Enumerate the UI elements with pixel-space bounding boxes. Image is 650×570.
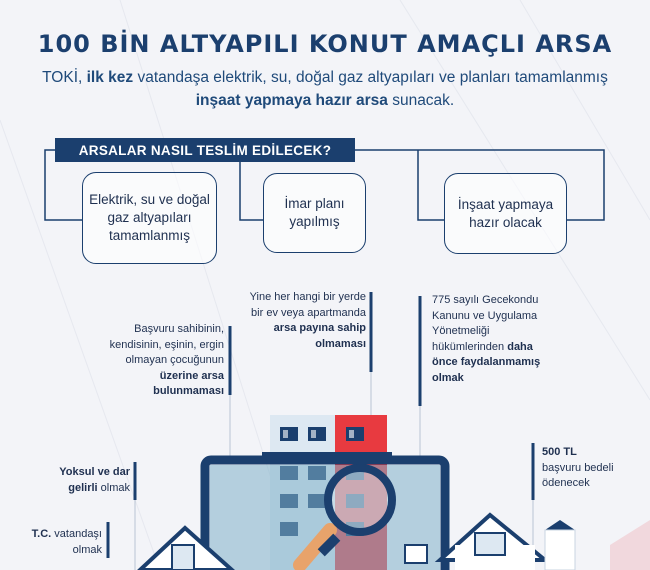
condition-low-income: Yoksul ve dar gelirli olmak (36, 465, 130, 496)
subtitle-part1: TOKİ, (42, 69, 87, 86)
card-label: İmar planı yapılmış (284, 196, 345, 229)
condition-text: Yine her hangi bir yerde bir ev veya apa… (249, 291, 366, 319)
condition-citizen: T.C. vatandaşı olmak (6, 527, 102, 558)
subtitle-bold2: inşaat yapmaya hazır arsa (195, 92, 388, 109)
condition-fee: 500 TL başvuru bedeli ödenecek (542, 445, 622, 492)
condition-bold: arsa payına sahip olmaması (273, 322, 366, 350)
condition-bold: Yoksul ve dar gelirli (59, 466, 130, 494)
card-label: Elektrik, su ve doğal gaz altyapıları ta… (89, 192, 210, 243)
condition-text: vatandaşı olmak (51, 528, 102, 556)
condition-bold: 500 TL (542, 446, 577, 458)
section-title: ARSALAR NASIL TESLİM EDİLECEK? (55, 138, 355, 162)
subtitle-part3: sunacak. (387, 92, 455, 109)
condition-text: olmak (97, 481, 130, 494)
condition-law-775: 775 sayılı Gecekondu Kanunu ve Uygulama … (432, 293, 550, 386)
condition-text: Başvuru sahibinin, kendisinin, eşinin, e… (109, 323, 224, 366)
condition-no-share: Yine her hangi bir yerde bir ev veya apa… (244, 290, 366, 352)
requirement-card-zoning: İmar planı yapılmış (263, 173, 366, 253)
card-label: İnşaat yapmaya hazır olacak (457, 196, 554, 230)
condition-bold: üzerine arsa bulunmaması (153, 369, 224, 398)
page-title: 100 BİN ALTYAPILI KONUT AMAÇLI ARSA (37, 30, 613, 58)
condition-text: başvuru bedeli ödenecek (542, 461, 614, 490)
condition-text: 775 sayılı Gecekondu Kanunu ve Uygulama … (432, 294, 539, 353)
subtitle-bold1: ilk kez (86, 69, 134, 86)
requirement-card-ready: İnşaat yapmaya hazır olacak (444, 173, 567, 254)
page-subtitle: TOKİ, ilk kez vatandaşa elektrik, su, do… (30, 66, 620, 112)
condition-bold: daha önce faydalanmamış olmak (432, 340, 541, 384)
requirement-card-infrastructure: Elektrik, su ve doğal gaz altyapıları ta… (82, 172, 217, 264)
condition-no-land: Başvuru sahibinin, kendisinin, eşinin, e… (92, 322, 224, 400)
subtitle-part2: vatandaşa elektrik, su, doğal gaz altyap… (133, 69, 608, 86)
condition-bold: T.C. (31, 528, 52, 540)
